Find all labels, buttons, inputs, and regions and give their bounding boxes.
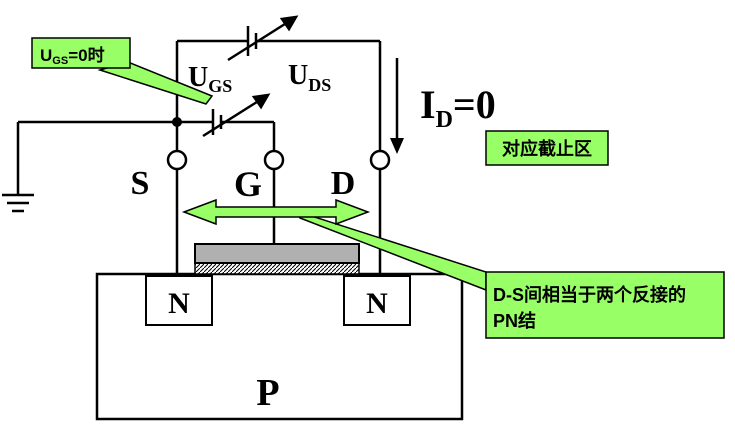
p-label: P — [256, 372, 279, 414]
source-terminal — [166, 149, 188, 171]
n-label-right: N — [366, 287, 388, 320]
terminal-label-g: G — [234, 164, 262, 204]
source-junction-dot — [172, 117, 182, 127]
uds-voltage-label: UDS — [288, 60, 331, 95]
ugs-zero-callout: UGS=0时 — [31, 37, 214, 105]
ground-icon — [2, 193, 34, 213]
n-region-right — [343, 275, 411, 326]
pn-note-line1: D-S间相当于两个反接的 — [493, 284, 686, 305]
cutoff-region-text: 对应截止区 — [502, 138, 592, 159]
terminal-label-s: S — [131, 165, 150, 202]
ugs-zero-text: UGS=0时 — [40, 46, 105, 67]
drain-terminal — [369, 149, 391, 171]
ugs-voltage-label: UGS — [188, 62, 232, 96]
pn-note-line2: PN结 — [493, 310, 536, 331]
variable-battery-ugs-icon — [202, 93, 271, 138]
cutoff-region-box — [485, 130, 609, 166]
ds-double-arrow-icon — [181, 198, 371, 226]
current-direction-arrow-icon — [390, 58, 404, 154]
terminal-label-d: D — [331, 165, 356, 202]
n-region-left — [145, 275, 213, 326]
drain-current-label: ID=0 — [420, 82, 496, 133]
n-label-left: N — [168, 287, 190, 320]
variable-battery-uds-icon — [227, 15, 299, 62]
gate-metal — [194, 243, 360, 264]
pn-note-box — [485, 271, 725, 339]
gate-oxide — [194, 262, 360, 275]
gate-terminal — [263, 149, 285, 171]
